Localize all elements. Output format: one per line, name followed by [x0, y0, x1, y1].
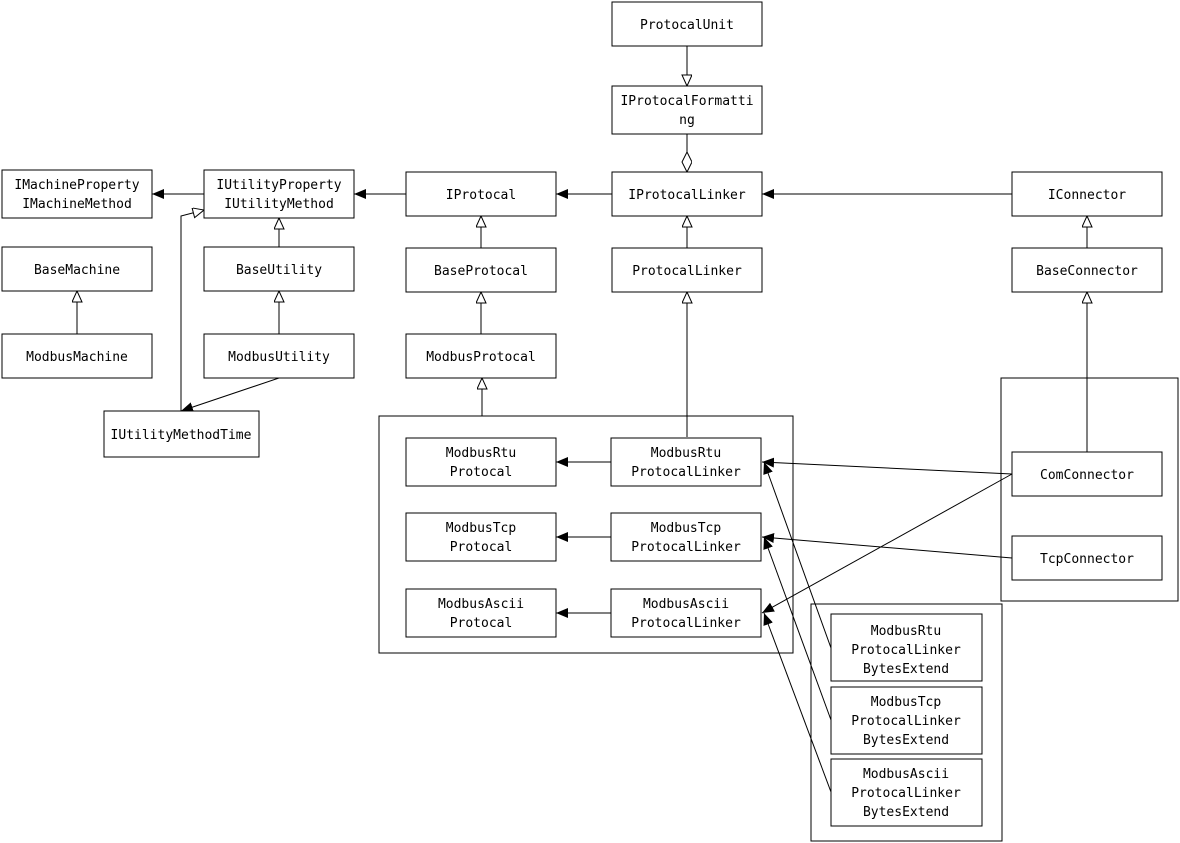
node-base-connector[interactable]: BaseConnector — [1011, 247, 1163, 293]
node-label: ModbusAscii — [863, 767, 949, 782]
node-imachine-property[interactable]: IMachineProperty IMachineMethod — [1, 169, 153, 219]
node-label: BytesExtend — [863, 662, 949, 677]
edge-association — [763, 612, 832, 793]
group-connector — [1000, 377, 1179, 602]
node-modbus-ascii-protocal-linker[interactable]: ModbusAscii ProtocalLinker — [610, 588, 762, 638]
edge-association — [761, 533, 1013, 559]
edge-association — [763, 461, 832, 649]
edge-inheritance — [180, 210, 204, 411]
node-modbus-ascii-bytes-extend[interactable]: ModbusAscii ProtocalLinker BytesExtend — [830, 758, 983, 827]
node-label: IProtocalLinker — [628, 188, 746, 203]
node-label: ProtocalLinker — [631, 616, 741, 631]
node-label: ModbusMachine — [26, 350, 128, 365]
node-label: BaseConnector — [1036, 264, 1138, 279]
edges-layer — [77, 46, 1087, 793]
node-modbus-rtu-protocal-linker[interactable]: ModbusRtu ProtocalLinker — [610, 437, 762, 487]
node-label: IMachineMethod — [22, 197, 132, 212]
node-label: BaseProtocal — [434, 264, 528, 279]
node-label: ProtocalUnit — [640, 18, 734, 33]
edge-association — [761, 457, 1013, 475]
node-tcp-connector[interactable]: TcpConnector — [1011, 535, 1163, 581]
node-label: BaseUtility — [236, 263, 322, 278]
node-label: ComConnector — [1040, 468, 1134, 483]
node-iprotocal-linker[interactable]: IProtocalLinker — [611, 171, 763, 217]
node-base-machine[interactable]: BaseMachine — [1, 246, 153, 292]
node-modbus-tcp-protocal[interactable]: ModbusTcp Protocal — [405, 512, 557, 562]
node-modbus-utility[interactable]: ModbusUtility — [203, 333, 355, 379]
node-label: BytesExtend — [863, 733, 949, 748]
node-iutility-method-time[interactable]: IUtilityMethodTime — [103, 410, 260, 458]
node-iprotocal[interactable]: IProtocal — [405, 171, 557, 217]
node-iconnector[interactable]: IConnector — [1011, 171, 1163, 217]
node-label: ModbusAscii — [643, 597, 729, 612]
node-label: IProtocalFormatti — [620, 94, 753, 109]
node-modbus-machine[interactable]: ModbusMachine — [1, 333, 153, 379]
node-modbus-protocal[interactable]: ModbusProtocal — [405, 333, 557, 379]
node-protocal-unit[interactable]: ProtocalUnit — [611, 1, 763, 47]
node-modbus-rtu-bytes-extend[interactable]: ModbusRtu ProtocalLinker BytesExtend — [830, 613, 983, 682]
node-label: ModbusTcp — [871, 695, 942, 710]
node-label: BytesExtend — [863, 805, 949, 820]
edge-association — [180, 377, 280, 412]
node-label: ng — [679, 113, 695, 128]
node-label: Protocal — [450, 616, 513, 631]
node-label: BaseMachine — [34, 263, 120, 278]
node-label: ModbusTcp — [651, 521, 722, 536]
group-modbus-protocal — [378, 415, 794, 654]
node-label: Protocal — [450, 465, 513, 480]
group-bytes-extend — [810, 603, 1003, 842]
node-label: ModbusTcp — [446, 521, 517, 536]
node-label: ModbusProtocal — [426, 350, 536, 365]
node-iutility-property[interactable]: IUtilityProperty IUtilityMethod — [203, 169, 355, 219]
edge-association — [761, 473, 1013, 614]
node-iprotocal-formatting[interactable]: IProtocalFormatti ng — [611, 85, 763, 135]
node-label: ProtocalLinker — [632, 264, 742, 279]
edge-association — [763, 536, 832, 721]
node-label: ProtocalLinker — [851, 714, 961, 729]
node-label: Protocal — [450, 540, 513, 555]
node-label: IMachineProperty — [14, 178, 139, 193]
node-base-protocal[interactable]: BaseProtocal — [405, 247, 557, 293]
node-protocal-linker[interactable]: ProtocalLinker — [611, 247, 763, 293]
node-label: IUtilityMethodTime — [111, 428, 252, 443]
node-label: ProtocalLinker — [631, 540, 741, 555]
node-modbus-tcp-bytes-extend[interactable]: ModbusTcp ProtocalLinker BytesExtend — [830, 686, 983, 755]
node-label: IConnector — [1048, 188, 1126, 203]
node-label: ProtocalLinker — [851, 786, 961, 801]
node-label: ModbusUtility — [228, 350, 330, 365]
node-modbus-ascii-protocal[interactable]: ModbusAscii Protocal — [405, 588, 557, 638]
node-label: ModbusAscii — [438, 597, 524, 612]
node-modbus-rtu-protocal[interactable]: ModbusRtu Protocal — [405, 437, 557, 487]
node-label: ProtocalLinker — [631, 465, 741, 480]
node-label: TcpConnector — [1040, 552, 1134, 567]
node-base-utility[interactable]: BaseUtility — [203, 246, 355, 292]
node-label: IProtocal — [446, 188, 516, 203]
node-com-connector[interactable]: ComConnector — [1011, 451, 1163, 497]
node-label: ModbusRtu — [651, 446, 721, 461]
node-label: ModbusRtu — [871, 624, 941, 639]
node-label: IUtilityMethod — [224, 197, 334, 212]
node-label: ProtocalLinker — [851, 643, 961, 658]
node-label: ModbusRtu — [446, 446, 516, 461]
node-modbus-tcp-protocal-linker[interactable]: ModbusTcp ProtocalLinker — [610, 512, 762, 562]
node-label: IUtilityProperty — [216, 178, 341, 193]
